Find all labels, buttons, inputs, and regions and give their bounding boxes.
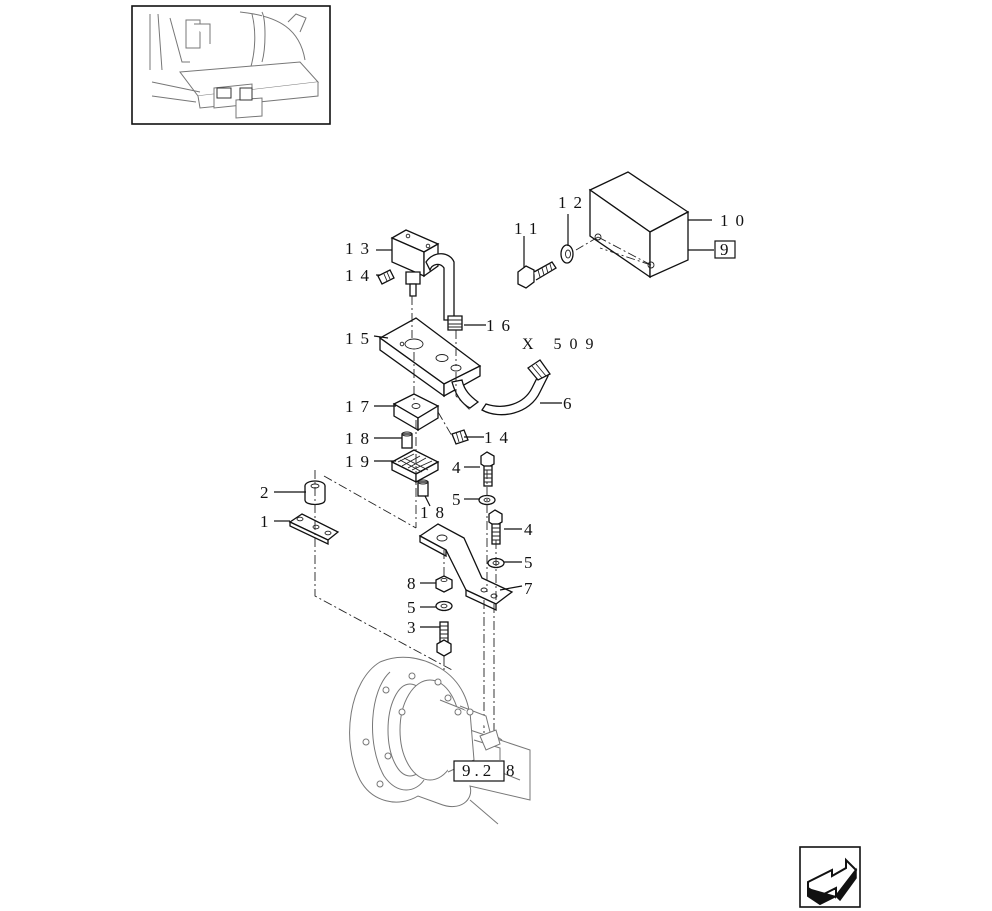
svg-text:8: 8 <box>506 761 515 780</box>
pin-part-18-lower <box>417 479 429 497</box>
reference-box-9: 9 <box>714 240 736 259</box>
bolt-part-4-upper <box>480 451 495 487</box>
callout-19: 19 <box>345 452 376 471</box>
callout-16: 16 <box>486 316 517 335</box>
callout-13: 13 <box>345 239 376 258</box>
callout-7: 7 <box>524 579 540 598</box>
callout-4-lower: 4 <box>524 520 540 539</box>
callout-5-left: 5 <box>407 598 423 617</box>
callout-15: 15 <box>345 329 376 348</box>
callout-2: 2 <box>260 483 276 502</box>
rubber-mount-part-19 <box>390 449 440 484</box>
nut-part-8 <box>435 575 453 593</box>
bolt-part-3 <box>436 621 452 657</box>
screw-part-11 <box>517 261 557 289</box>
callout-11: 11 <box>514 219 544 238</box>
svg-text:9.2: 9.2 <box>462 761 495 780</box>
callout-14-upper: 14 <box>345 266 376 285</box>
plug-part-14-lower <box>451 429 469 445</box>
control-unit-box <box>575 171 690 279</box>
callout-10: 10 <box>720 211 751 230</box>
support-bracket-part-7 <box>418 523 514 612</box>
hose-part-6 <box>451 359 551 416</box>
leader-lines <box>274 214 714 628</box>
sensor-head-part-13 <box>390 229 455 321</box>
callout-5-right: 5 <box>524 553 540 572</box>
reference-box-9-2-8: 9.2 8 <box>453 760 515 782</box>
callout-5-upper: 5 <box>452 490 468 509</box>
callout-18-upper: 18 <box>345 429 376 448</box>
callout-18-lower: 18 <box>420 503 451 522</box>
plug-part-14-upper <box>377 269 395 285</box>
callout-6: 6 <box>563 394 579 413</box>
callout-8: 8 <box>407 574 423 593</box>
fitting-part-16 <box>447 315 463 331</box>
callout-1: 1 <box>260 512 276 531</box>
callout-17: 17 <box>345 397 376 416</box>
callout-12: 12 <box>558 193 589 212</box>
callout-3: 3 <box>407 618 423 637</box>
bolt-part-4-lower <box>488 509 503 545</box>
bracket-plate-part-1 <box>288 513 340 546</box>
spacer-block-part-17 <box>392 393 440 432</box>
front-axle-housing <box>349 656 531 825</box>
next-page-arrow-icon[interactable] <box>799 846 861 908</box>
callout-14-lower: 14 <box>484 428 515 447</box>
callout-4-upper: 4 <box>452 458 468 477</box>
view-reference: X 509 <box>522 336 602 353</box>
pin-part-18-upper <box>401 431 413 449</box>
tractor-location-thumbnail-icon <box>131 5 331 125</box>
svg-text:9: 9 <box>720 240 729 259</box>
washer-part-12 <box>560 244 574 264</box>
mounting-plate-part-15 <box>378 317 482 398</box>
assembly-center-lines <box>314 296 497 740</box>
callout-numbers: 13 14 15 16 17 18 14 19 18 6 4 5 4 5 7 8… <box>260 193 751 637</box>
washer-part-5-left <box>435 600 453 612</box>
